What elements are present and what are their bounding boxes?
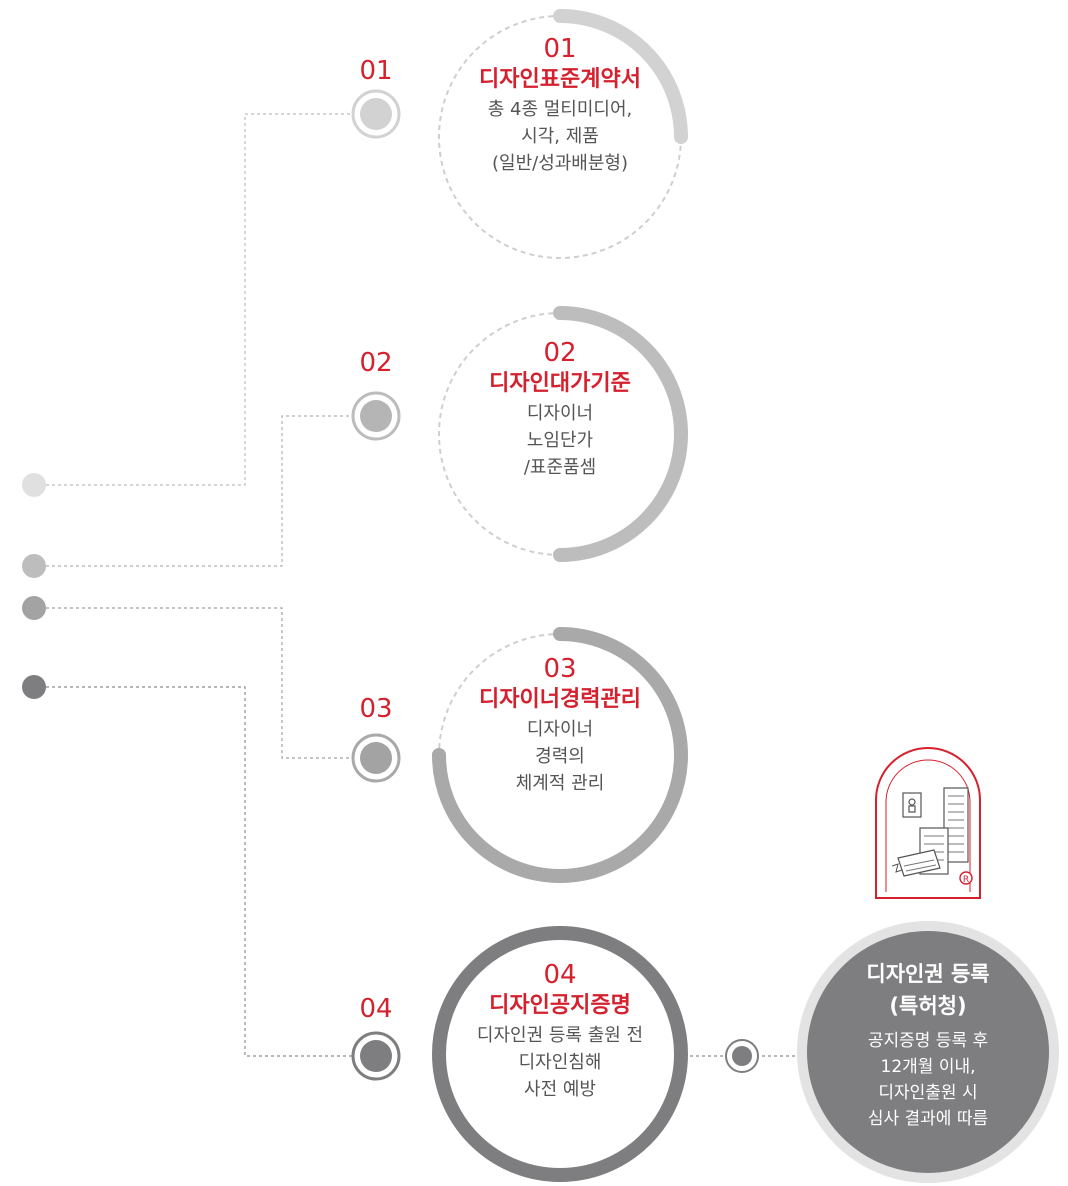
node-dot-registration <box>725 1039 759 1073</box>
connector-line-02 <box>34 415 376 567</box>
step-title: 디자인표준계약서 <box>479 67 641 92</box>
step-progress-arc <box>553 306 688 562</box>
step-circle-01 <box>438 9 688 259</box>
step-circle-02 <box>438 306 688 562</box>
node-dot-04 <box>351 1031 401 1081</box>
step-label-04: 04 <box>359 994 393 1024</box>
step-number: 04 <box>543 960 577 990</box>
step-description: 디자인권 등록 출원 전 디자인침해 사전 예방 <box>476 1025 644 1100</box>
registration-card: 디자인권 등록 (특허청) 공지증명 등록 후 12개월 이내, 디자인출원 시… <box>818 958 1038 1132</box>
start-dot-03 <box>22 596 46 620</box>
step-card-04: 04 디자인공지증명 디자인권 등록 출원 전 디자인침해 사전 예방 <box>440 960 680 1103</box>
step-progress-arc <box>432 627 688 883</box>
step-card-02: 02 디자인대가기준 디자이너 노임단가 /표준품셈 <box>440 338 680 481</box>
step-title: 디자이너경력관리 <box>479 687 641 712</box>
node-dot-03 <box>351 733 401 783</box>
step-progress-arc <box>432 926 688 1182</box>
step-number: 02 <box>543 338 577 368</box>
connector-line-01 <box>34 113 376 486</box>
step-label-02: 02 <box>359 348 393 378</box>
step-title: 디자인대가기준 <box>489 371 631 396</box>
svg-text:R: R <box>963 875 969 885</box>
step-card-03: 03 디자이너경력관리 디자이너 경력의 체계적 관리 <box>440 654 680 797</box>
step-circle-03 <box>432 627 688 883</box>
start-dot-04 <box>22 675 46 699</box>
step-label-03: 03 <box>359 694 393 724</box>
step-card-01: 01 디자인표준계약서 총 4종 멀티미디어, 시각, 제품 (일반/성과배분형… <box>440 34 680 177</box>
start-dot-01 <box>22 473 46 497</box>
step-description: 디자이너 노임단가 /표준품셈 <box>523 403 597 478</box>
step-description: 총 4종 멀티미디어, 시각, 제품 (일반/성과배분형) <box>487 99 633 174</box>
registered-building-icon: R <box>875 747 981 899</box>
step-label-01: 01 <box>359 56 393 86</box>
node-dot-02 <box>351 391 401 441</box>
registration-circle <box>807 931 1049 1173</box>
start-dot-02 <box>22 554 46 578</box>
step-number: 01 <box>543 34 577 64</box>
registration-title: 디자인권 등록 (특허청) <box>866 962 990 1018</box>
node-dot-01 <box>351 89 401 139</box>
step-circle-04 <box>432 926 688 1182</box>
registration-description: 공지증명 등록 후 12개월 이내, 디자인출원 시 심사 결과에 따름 <box>867 1031 989 1129</box>
step-description: 디자이너 경력의 체계적 관리 <box>515 719 605 794</box>
step-title: 디자인공지증명 <box>489 993 631 1018</box>
step-progress-arc <box>553 9 688 144</box>
step-number: 03 <box>543 654 577 684</box>
connector-line-03 <box>34 607 376 759</box>
connector-line-04 <box>34 686 376 1057</box>
